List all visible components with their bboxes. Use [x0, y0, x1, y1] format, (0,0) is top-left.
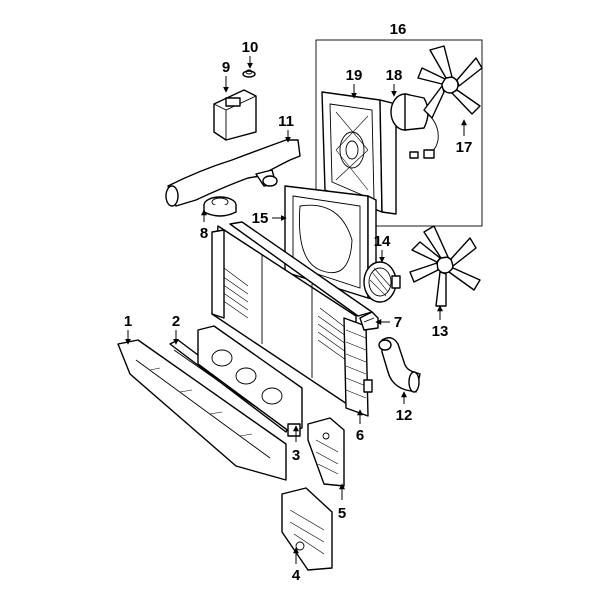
callout-15: 15 [252, 210, 269, 227]
coolant-reservoir [213, 89, 257, 141]
mechanical-fan [409, 225, 481, 307]
lower-hose [378, 337, 421, 393]
callout-18: 18 [386, 67, 403, 84]
callout-19: 19 [346, 67, 363, 84]
electric-fan-shroud [321, 91, 397, 215]
callout-2: 2 [172, 313, 180, 330]
callout-14: 14 [374, 233, 391, 250]
callout-11: 11 [278, 113, 294, 130]
fan-assembly-box [315, 39, 483, 227]
callout-13: 13 [432, 323, 449, 340]
air-deflector [117, 339, 287, 481]
callout-12: 12 [396, 407, 413, 424]
leader-lines [125, 56, 467, 564]
fan-clutch [363, 261, 401, 303]
reservoir-cap [242, 69, 256, 78]
callout-9: 9 [222, 59, 230, 76]
electric-fan-blade [417, 45, 483, 119]
callout-6: 6 [356, 427, 364, 444]
fan-motor [390, 93, 439, 159]
callout-7: 7 [394, 314, 402, 331]
callouts: 1 2 3 4 5 6 7 8 9 10 11 12 13 14 15 16 1… [124, 21, 473, 584]
callout-4: 4 [292, 567, 301, 584]
callout-10: 10 [242, 39, 259, 56]
callout-5: 5 [338, 505, 346, 522]
left-side-baffle [281, 487, 333, 571]
radiator-cap [203, 196, 237, 217]
upper-hose [165, 139, 301, 207]
callout-16: 16 [390, 21, 407, 38]
right-side-baffle [307, 417, 345, 487]
callout-3: 3 [292, 447, 300, 464]
callout-17: 17 [456, 139, 473, 156]
callout-8: 8 [200, 225, 208, 242]
radiator [211, 221, 373, 417]
callout-1: 1 [124, 313, 132, 330]
